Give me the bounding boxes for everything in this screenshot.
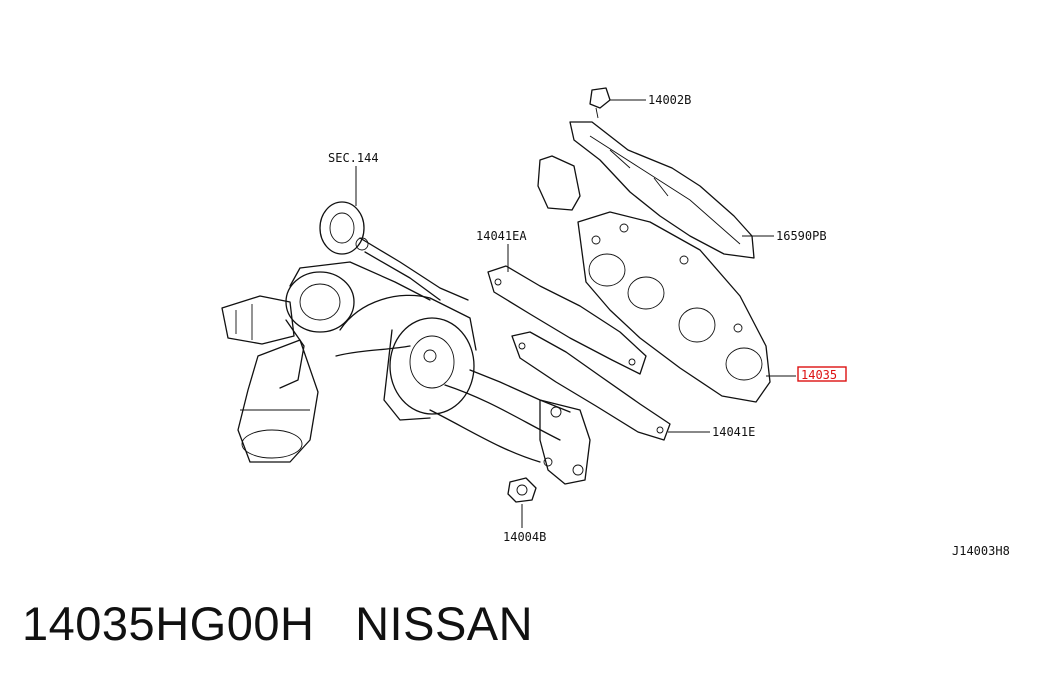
label-14002b[interactable]: 14002B (648, 93, 691, 107)
label-sec-144: SEC.144 (328, 151, 379, 165)
bolt-14002b[interactable] (589, 87, 611, 119)
gasket-strip-14041ea[interactable] (487, 265, 647, 375)
turbocharger-manifold-assembly[interactable] (221, 201, 591, 485)
diagram-id: J14003H8 (952, 544, 1010, 558)
label-16590pb[interactable]: 16590PB (776, 229, 827, 243)
gasket-strip-14041e[interactable] (511, 331, 671, 441)
part-number-caption: 14035HG00H NISSAN (22, 597, 534, 650)
nut-14004b[interactable] (507, 477, 537, 503)
label-14041ea[interactable]: 14041EA (476, 229, 527, 243)
leader-lines (355, 99, 796, 528)
exhaust-manifold-gasket-14035[interactable] (577, 211, 771, 403)
highlight-box-14035 (797, 366, 847, 382)
label-14035[interactable]: 14035 (801, 368, 837, 382)
heat-insulator-16590pb[interactable] (537, 121, 755, 259)
label-14041e[interactable]: 14041E (712, 425, 755, 439)
label-14004b[interactable]: 14004B (503, 530, 546, 544)
